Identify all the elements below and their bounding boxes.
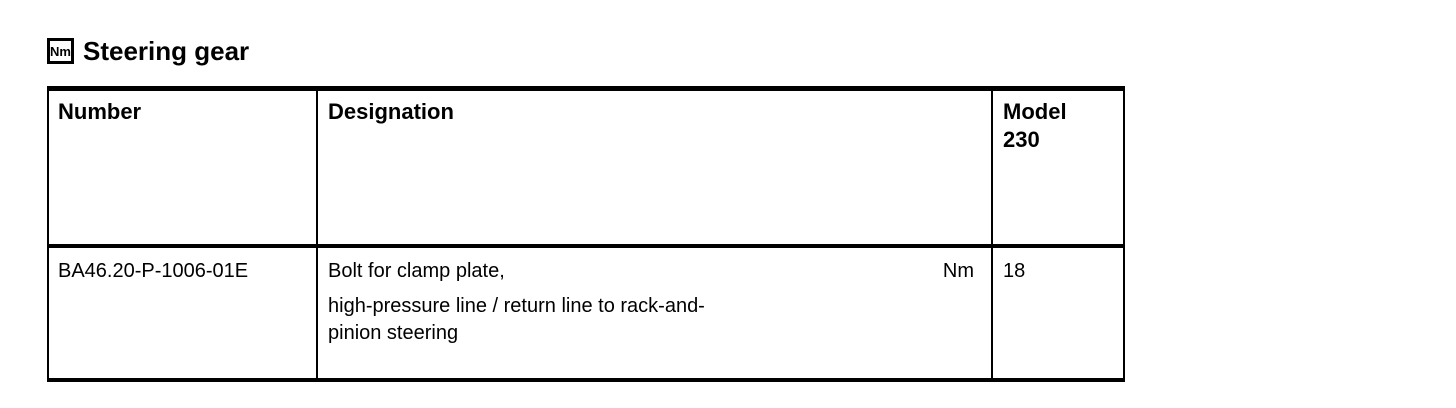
column-header-number: Number <box>49 91 318 244</box>
section-heading: Nm Steering gear <box>47 36 250 66</box>
document-number: BA46.20-P-1006-01E <box>58 260 249 282</box>
unit-label: Nm <box>942 260 974 282</box>
designation-text-line3: pinion steering <box>328 322 459 344</box>
nm-torque-icon: Nm <box>47 38 74 64</box>
column-header-designation: Designation <box>318 91 993 244</box>
designation-first-line: Bolt for clamp plate, Nm <box>328 258 974 285</box>
section-title: Steering gear <box>83 36 250 66</box>
designation-continuation: high-pressure line / return line to rack… <box>328 293 974 347</box>
cell-designation: Bolt for clamp plate, Nm high-pressure l… <box>318 248 993 378</box>
column-header-number-label: Number <box>58 99 142 124</box>
designation-text: Bolt for clamp plate, <box>328 260 505 282</box>
torque-value: 18 <box>1003 260 1026 282</box>
torque-spec-table: Number Designation Model 230 BA46.20-P-1… <box>47 86 1125 382</box>
column-header-designation-label: Designation <box>328 99 454 124</box>
column-header-model-label: Model <box>1003 99 1067 124</box>
table-header-row: Number Designation Model 230 <box>49 91 1123 248</box>
cell-model-value: 18 <box>993 248 1123 378</box>
column-header-model: Model 230 <box>993 91 1123 244</box>
cell-number: BA46.20-P-1006-01E <box>49 248 318 378</box>
table-row: BA46.20-P-1006-01E Bolt for clamp plate,… <box>49 248 1123 378</box>
column-header-model-sublabel: 230 <box>1003 127 1040 152</box>
designation-text-line2: high-pressure line / return line to rack… <box>328 295 705 317</box>
